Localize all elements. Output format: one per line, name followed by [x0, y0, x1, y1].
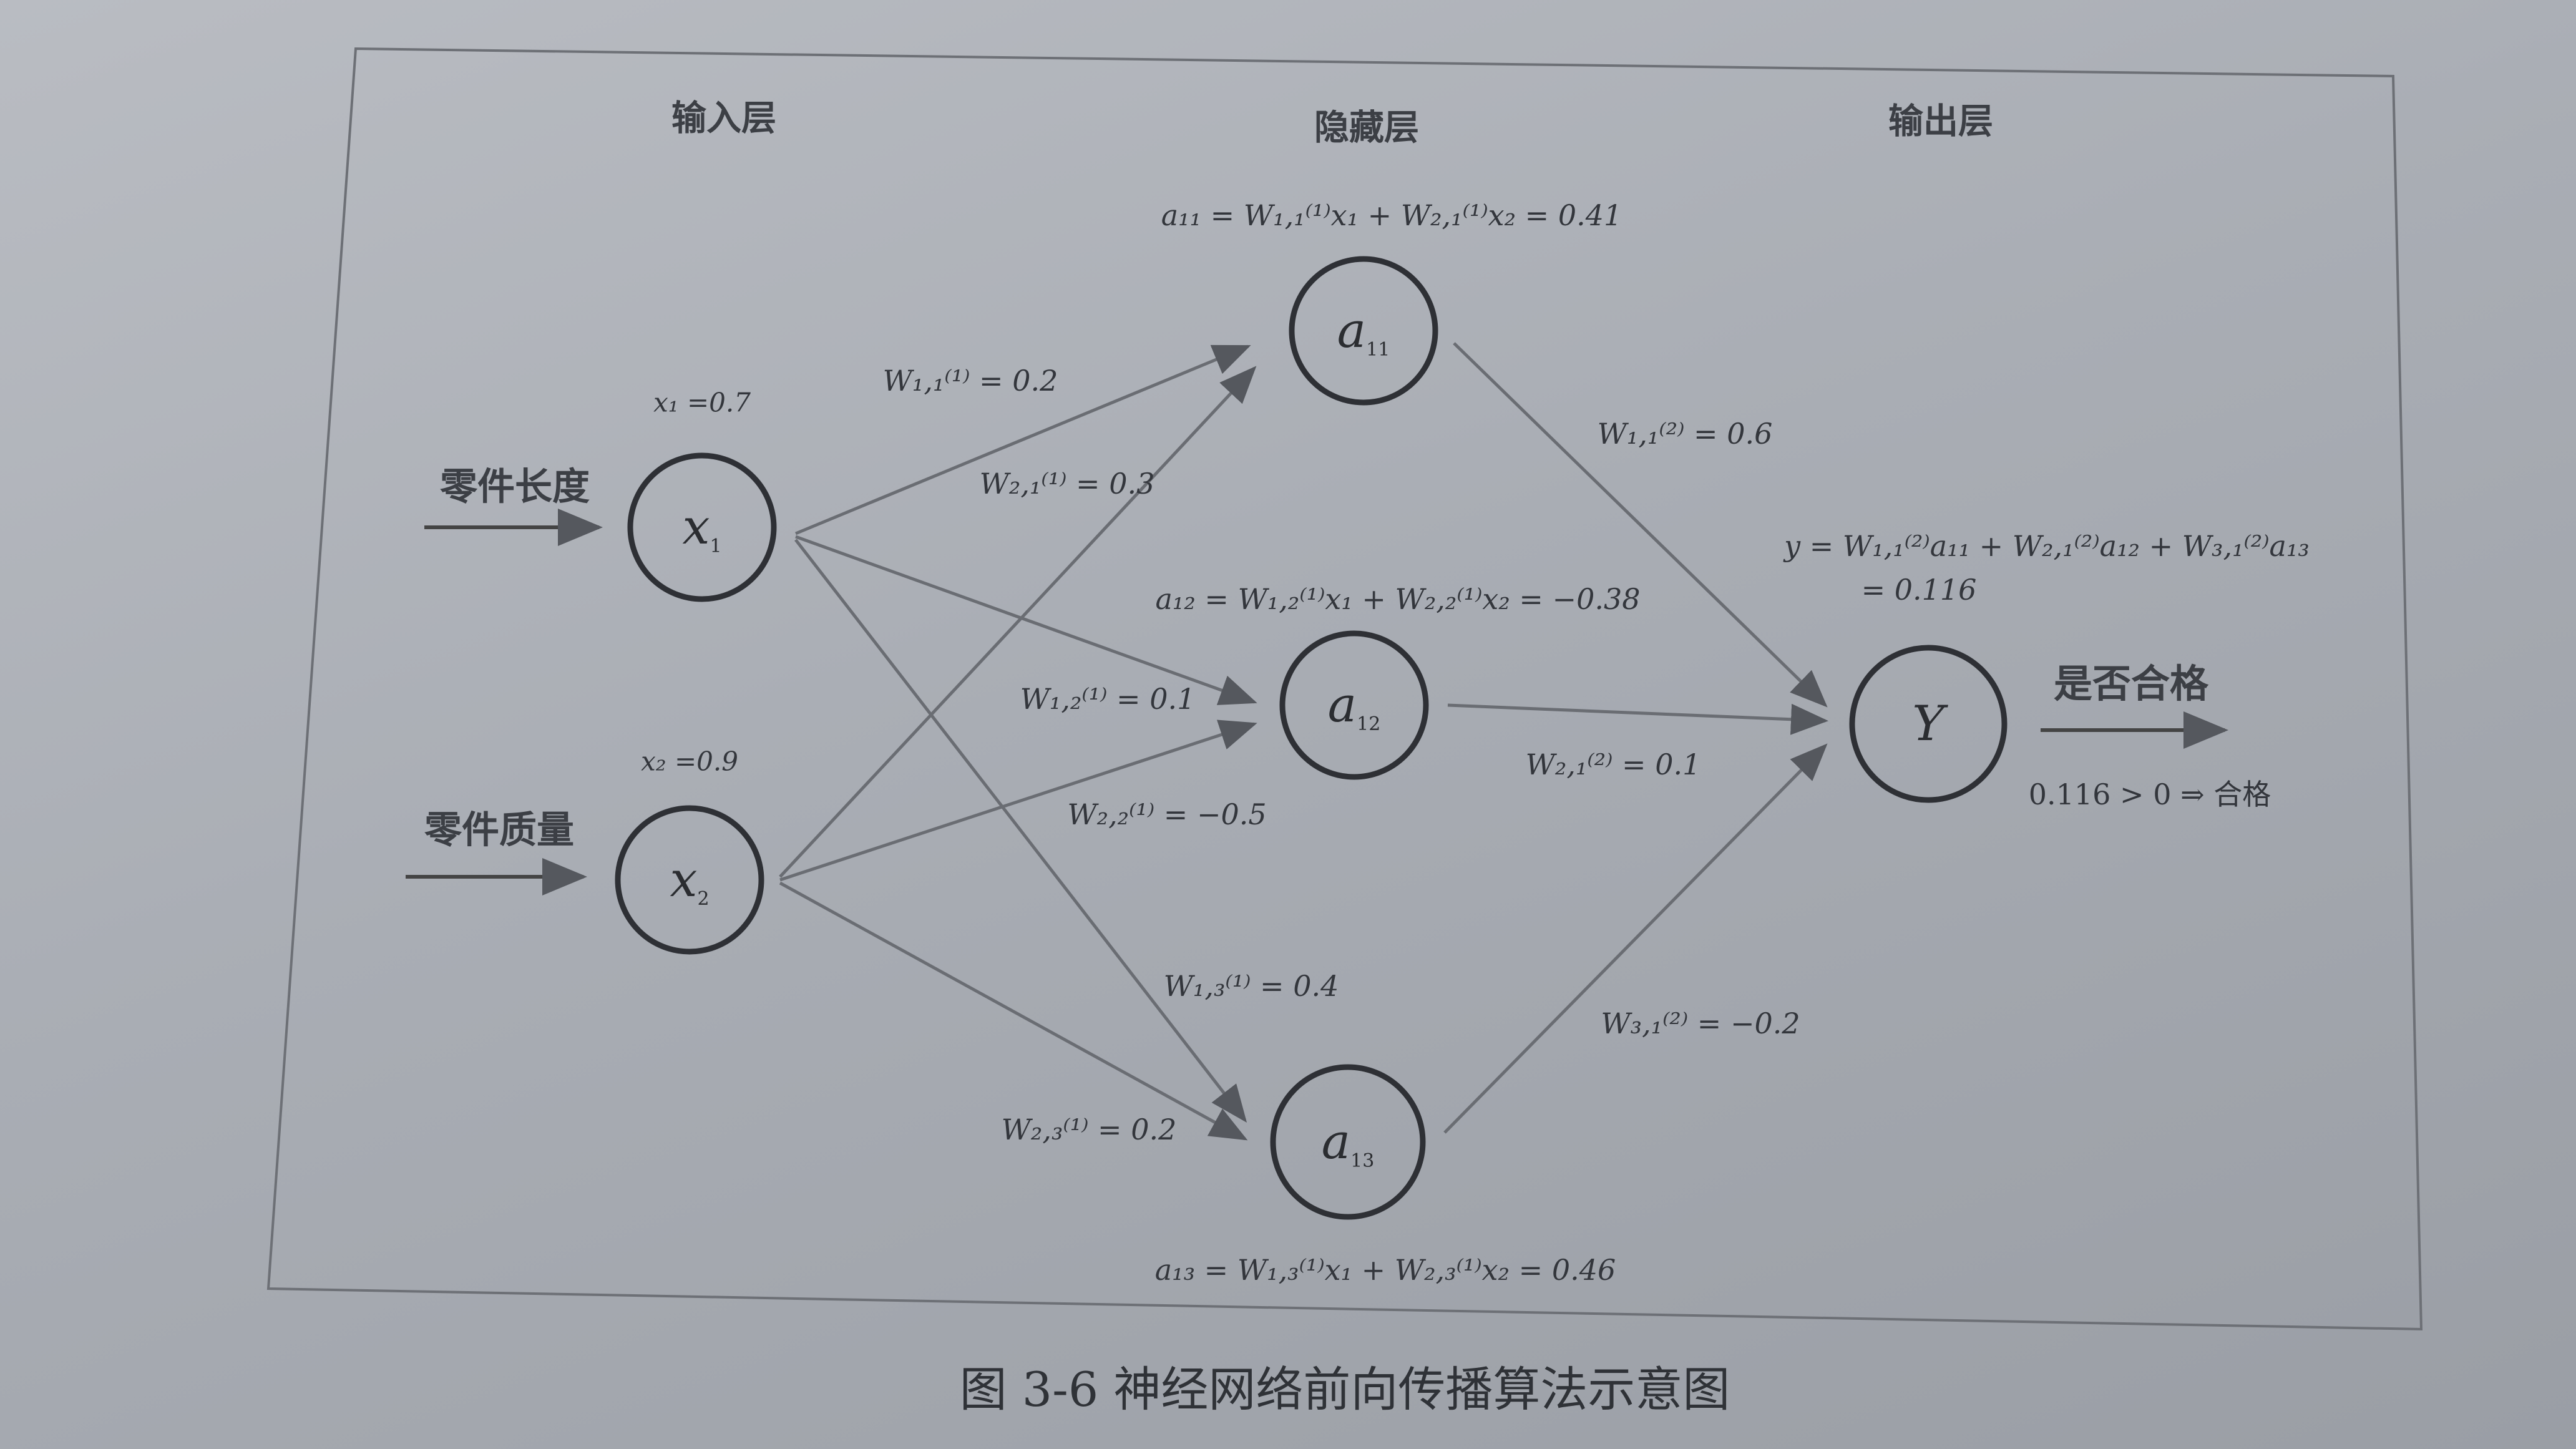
hidden-layer-title: 隐藏层 [1314, 107, 1419, 149]
weight-w22-1: W₂,₂⁽¹⁾ = −0.5 [1067, 798, 1267, 831]
figure-caption: 图 3-6 神经网络前向传播算法示意图 [959, 1362, 1730, 1417]
weight-w21-2: W₂,₁⁽²⁾ = 0.1 [1525, 748, 1701, 781]
input-name-length: 零件长度 [440, 465, 590, 509]
node-a13 [1270, 1064, 1426, 1220]
weight-w12-1: W₁,₂⁽¹⁾ = 0.1 [1020, 682, 1196, 716]
edge-x2-a13 [779, 881, 1248, 1141]
input-layer-title: 输入层 [671, 97, 776, 139]
weight-w31-2: W₃,₁⁽²⁾ = −0.2 [1601, 1007, 1800, 1040]
node-x1 [627, 452, 777, 602]
node-a12-label: a12 [1327, 677, 1381, 735]
equation-a11: a₁₁ = W₁,₁⁽¹⁾x₁ + W₂,₁⁽¹⁾x₂ = 0.41 [1161, 198, 1622, 232]
input-value-x1: x₁ =0.7 [653, 387, 751, 418]
input-name-quality: 零件质量 [424, 808, 574, 852]
edge-a11-y [1453, 342, 1828, 708]
node-x2 [615, 805, 764, 955]
output-layer-title: 输出层 [1888, 100, 1993, 142]
edge-a12-y [1447, 703, 1828, 735]
output-equation-line2: = 0.116 [1861, 573, 1977, 607]
weight-w13-1: W₁,₃⁽¹⁾ = 0.4 [1163, 969, 1339, 1003]
input-value-x2: x₂ =0.9 [641, 746, 738, 777]
figure-frame [266, 47, 2423, 1331]
output-decision: 0.116 > 0 ⇒ 合格 [2028, 778, 2271, 811]
node-y [1849, 645, 2008, 803]
weight-w11-1: W₁,₁⁽¹⁾ = 0.2 [882, 364, 1058, 398]
node-a11-label: a11 [1337, 303, 1390, 361]
weight-w23-1: W₂,₃⁽¹⁾ = 0.2 [1001, 1113, 1177, 1146]
node-x1-label: x1 [682, 499, 722, 557]
edge-a13-y [1443, 743, 1828, 1134]
node-y-label: Y [1912, 696, 1944, 752]
node-a11 [1289, 256, 1438, 406]
equation-a12: a₁₂ = W₁,₂⁽¹⁾x₁ + W₂,₂⁽¹⁾x₂ = −0.38 [1155, 582, 1641, 616]
equation-a13: a₁₃ = W₁,₃⁽¹⁾x₁ + W₂,₃⁽¹⁾x₂ = 0.46 [1154, 1253, 1616, 1287]
node-x2-label: x2 [670, 852, 710, 910]
edge-x2-a12 [779, 720, 1257, 882]
edge-x2-a11 [779, 366, 1257, 878]
node-a12 [1279, 630, 1429, 780]
output-name: 是否合格 [2053, 661, 2209, 706]
edge-x1-a11 [795, 344, 1251, 535]
weight-w21-1: W₂,₁⁽¹⁾ = 0.3 [979, 467, 1155, 500]
weight-w11-2: W₁,₁⁽²⁾ = 0.6 [1597, 417, 1773, 451]
output-equation-line1: y = W₁,₁⁽²⁾a₁₁ + W₂,₁⁽²⁾a₁₂ + W₃,₁⁽²⁾a₁₃ [1784, 529, 2310, 563]
node-a13-label: a13 [1321, 1114, 1375, 1172]
edge-x1-a13 [794, 539, 1247, 1123]
edge-x1-a12 [795, 535, 1257, 705]
